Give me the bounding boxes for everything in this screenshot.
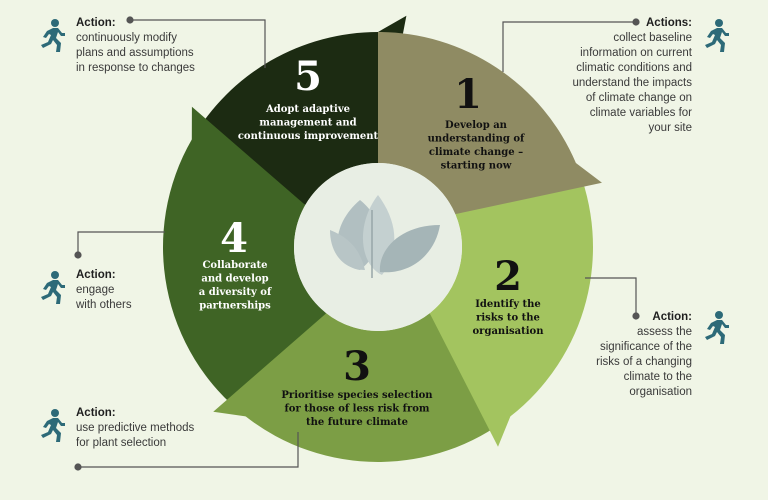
action-step1: Actions: collect baseline information on… [520, 16, 692, 136]
step-4-title-line: Collaborate [202, 260, 267, 271]
runner-icon [36, 270, 66, 306]
action-line: engage [76, 284, 115, 296]
action-line: plans and assumptions [76, 47, 194, 59]
action-line: information on current [580, 47, 692, 59]
step-3-segment [213, 313, 511, 462]
step-1-number: 1 [454, 71, 482, 118]
step-3-title-line: the future climate [306, 417, 408, 428]
action-line: your site [648, 122, 692, 134]
step-1-title-line: Develop an [445, 120, 508, 131]
action-line: for plant selection [76, 437, 167, 449]
leaves-icon [330, 195, 440, 278]
step-5-title-line: management and [259, 118, 356, 129]
action-step3: Action: use predictive methods for plant… [76, 406, 256, 451]
step-4-title-line: partnerships [199, 301, 271, 312]
step-4-segment [163, 106, 327, 417]
step-5-number: 5 [294, 53, 322, 100]
step-1-segment [378, 32, 602, 215]
action-heading: Action: [76, 407, 116, 419]
step-2-title-line: Identify the [475, 299, 541, 310]
action-line: with others [76, 299, 132, 311]
action-line: assess the [637, 326, 692, 338]
runner-icon [36, 408, 66, 444]
action-line: use predictive methods [76, 422, 195, 434]
action-line: climate to the [623, 371, 692, 383]
action-line: continuously modify [76, 32, 177, 44]
step-4-number: 4 [220, 215, 248, 262]
step-2-segment [429, 162, 593, 447]
action-heading: Actions: [646, 17, 692, 29]
action-line: understand the impacts [572, 77, 692, 89]
step-5-title-line: Adopt adaptive [265, 104, 350, 115]
step-1-title-line: climate change – [429, 147, 523, 158]
action-step5: Action: continuously modify plans and as… [76, 16, 256, 76]
step-2-title-line: organisation [473, 326, 545, 337]
action-line: in response to changes [76, 62, 195, 74]
step-4-title-line: and develop [201, 274, 268, 285]
step-3-title-line: for those of less risk from [284, 404, 429, 415]
runner-icon [700, 18, 730, 54]
action-line: risks of a changing [596, 356, 692, 368]
action-line: significance of the [599, 341, 692, 353]
step-1-title-line: understanding of [428, 134, 525, 145]
runner-icon [700, 310, 730, 346]
action-line: of climate change on [585, 92, 692, 104]
action-heading: Action: [76, 269, 116, 281]
action-heading: Action: [652, 311, 692, 323]
action-line: climate variables for [589, 107, 692, 119]
action-line: climatic conditions and [576, 62, 692, 74]
action-line: organisation [629, 386, 692, 398]
action-step4: Action: engage with others [76, 268, 196, 313]
step-4-title-line: a diversity of [199, 287, 272, 298]
step-3-number: 3 [343, 343, 371, 390]
action-line: collect baseline [613, 32, 692, 44]
step-2-title-line: risks to the [476, 313, 540, 324]
action-step2: Action: assess the significance of the r… [560, 310, 692, 400]
step-2-number: 2 [494, 253, 522, 300]
runner-icon [36, 18, 66, 54]
step-5-title-line: continuous improvement [238, 131, 379, 142]
step-1-title-line: starting now [441, 161, 512, 172]
action-heading: Action: [76, 17, 116, 29]
step-3-title-line: Prioritise species selection [281, 390, 433, 401]
